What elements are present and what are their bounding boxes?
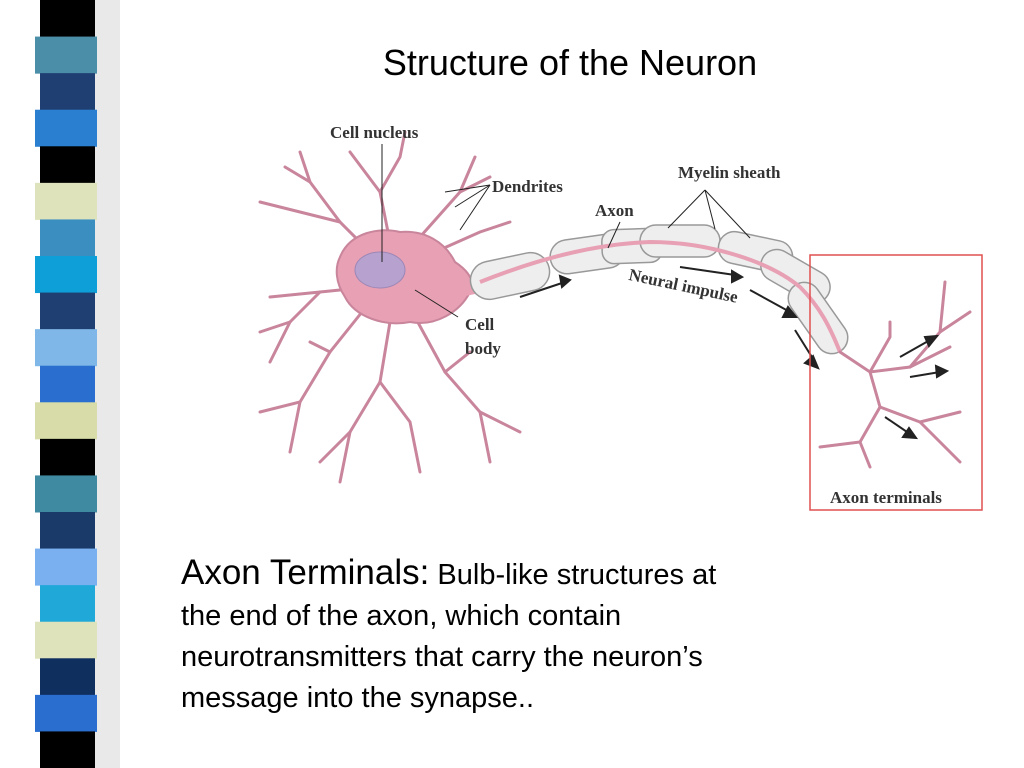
definition-line: neurotransmitters that carry the neuron’… (181, 641, 703, 673)
decorative-side-stripes (35, 0, 120, 768)
stripe-block (40, 365, 95, 403)
stripe-block (40, 73, 95, 111)
definition-line: the end of the axon, which contain (181, 600, 622, 632)
axon-terminals-highlight (809, 254, 983, 511)
stripe-block (40, 0, 95, 38)
label-body: body (465, 339, 501, 358)
myelin-segments (469, 224, 849, 355)
impulse-arrows (519, 266, 950, 440)
term-heading: Axon Terminals: (181, 553, 430, 592)
terminal-branches (818, 280, 972, 469)
axon-core (479, 239, 842, 353)
definition-line: Bulb-like structures at (437, 559, 717, 591)
stripe-block (40, 438, 95, 476)
stripe-block (40, 658, 95, 696)
dendrite-branches (258, 130, 522, 484)
stripe-block (35, 621, 97, 659)
stripe-block (35, 329, 97, 367)
stripe-block (40, 585, 95, 623)
stripe-block (40, 146, 95, 184)
stripe-block (35, 256, 97, 294)
label-cell-nucleus: Cell nucleus (330, 123, 419, 142)
label-cell: Cell (465, 315, 495, 334)
stripe-block (40, 731, 95, 768)
stripe-block (35, 548, 97, 586)
definition-line: message into the synapse.. (181, 682, 535, 714)
stripe-block (40, 292, 95, 330)
stripe-block (35, 475, 97, 513)
label-neural-impulse: Neural impulse (627, 265, 740, 307)
label-leader-lines (381, 144, 751, 318)
stripe-block (35, 694, 97, 732)
label-dendrites: Dendrites (492, 177, 563, 196)
stripe-block (40, 219, 95, 257)
stripe-block (35, 182, 97, 220)
label-axon-terminals: Axon terminals (830, 488, 942, 507)
cell-nucleus (354, 251, 406, 289)
definition-paragraph: Axon Terminals: Bulb-like structures at … (181, 552, 821, 719)
label-myelin-sheath: Myelin sheath (678, 163, 781, 182)
stripe-block (35, 402, 97, 440)
stripe-block (40, 512, 95, 550)
neuron-diagram: Cell nucleus Dendrites Axon Myelin sheat… (258, 123, 983, 511)
stripe-block (35, 36, 97, 74)
label-axon: Axon (595, 201, 634, 220)
stripe-block (35, 109, 97, 147)
slide-title: Structure of the Neuron (382, 42, 758, 83)
